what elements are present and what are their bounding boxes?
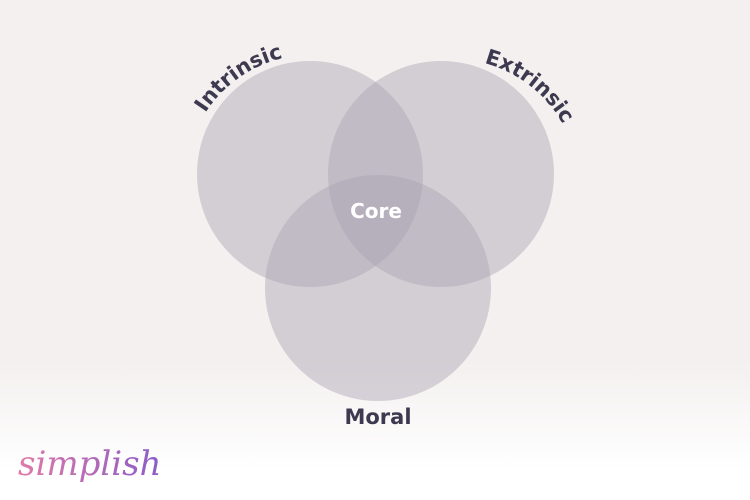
circle-extrinsic [328, 61, 554, 287]
circles-group [197, 61, 554, 401]
label-core: Core [350, 199, 402, 223]
simplish-logo: simplish [18, 444, 161, 484]
label-moral: Moral [344, 405, 411, 429]
circle-intrinsic [197, 61, 423, 287]
circle-moral [265, 175, 491, 401]
brand-logo-text: simplish [18, 444, 161, 484]
